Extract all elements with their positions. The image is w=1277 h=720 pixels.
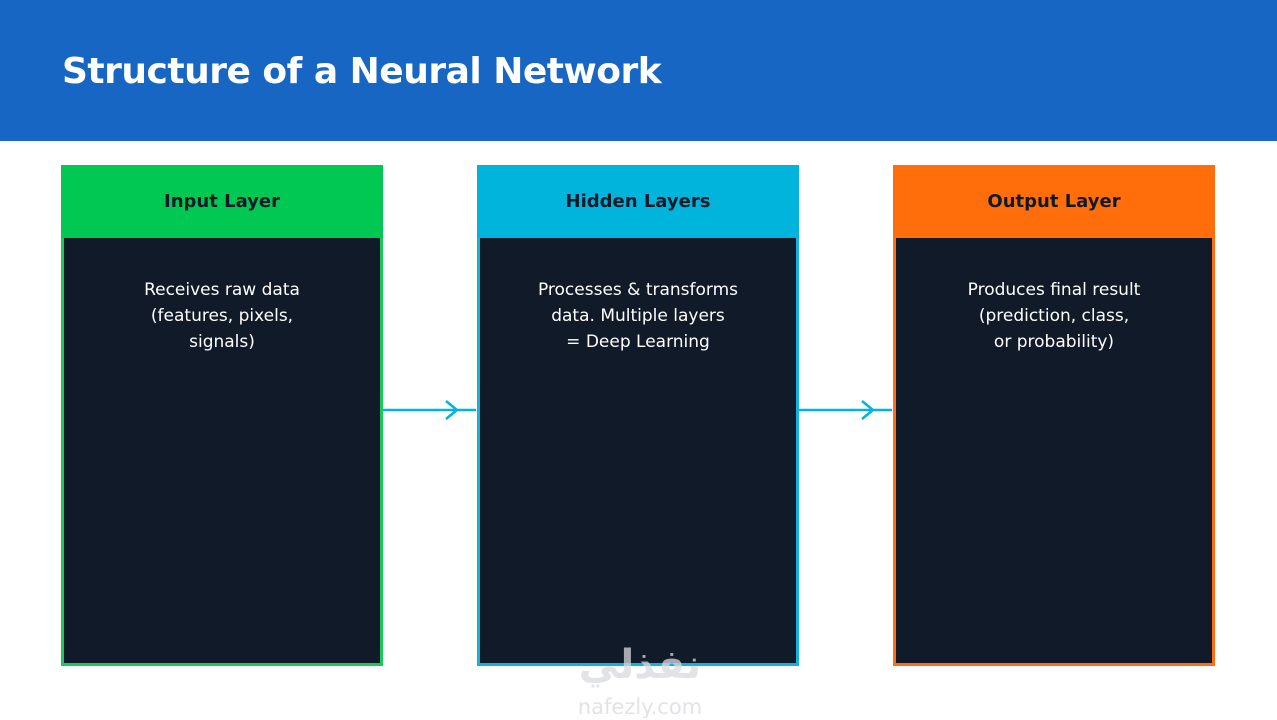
arrow-hidden-to-output: [799, 400, 892, 420]
watermark-brand: نفذلي: [579, 642, 701, 688]
hidden-layers-title: Hidden Layers: [477, 165, 799, 238]
input-layer-card: Input Layer Receives raw data (features,…: [61, 165, 383, 666]
input-layer-description: Receives raw data (features, pixels, sig…: [144, 280, 300, 352]
output-layer-description: Produces final result (prediction, class…: [967, 280, 1141, 352]
output-layer-card: Output Layer Produces final result (pred…: [893, 165, 1215, 666]
title-bar: Structure of a Neural Network: [0, 0, 1277, 141]
arrow-input-to-hidden: [383, 400, 476, 420]
watermark-domain: nafezly.com: [578, 695, 702, 718]
hidden-layers-description: Processes & transforms data. Multiple la…: [537, 280, 739, 352]
nafezly-watermark: نفذلي nafezly.com: [578, 642, 702, 718]
output-layer-title: Output Layer: [893, 165, 1215, 238]
page-title: Structure of a Neural Network: [62, 51, 662, 92]
input-layer-title: Input Layer: [61, 165, 383, 238]
hidden-layers-card: Hidden Layers Processes & transforms dat…: [477, 165, 799, 666]
